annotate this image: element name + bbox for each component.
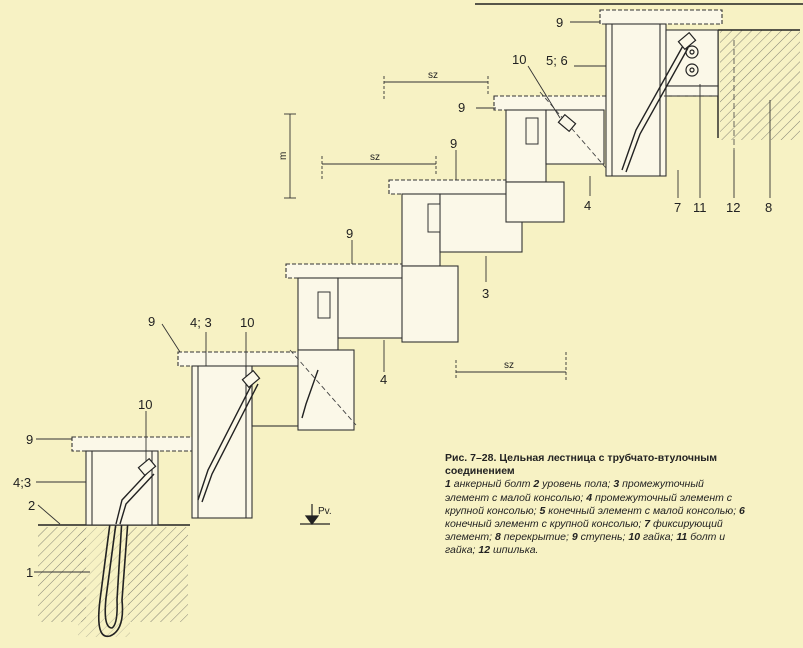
tension-rods: [115, 43, 689, 525]
label-12: 12: [726, 200, 740, 215]
dimension-labels: sz sz sz m Pv.: [278, 70, 514, 517]
floor-ground: [38, 524, 190, 637]
legend-text: перекрытие;: [503, 531, 572, 544]
dashed-guides: [289, 91, 718, 426]
dim-sz-top: sz: [428, 70, 438, 81]
legend-num: 5: [539, 504, 549, 517]
dim-sz-lower: sz: [504, 360, 514, 371]
legend-num: 9: [571, 531, 581, 544]
tread-inserts: [317, 117, 539, 319]
label-9-second: 9: [148, 314, 155, 329]
legend-text: конечный элемент с крупной консолью;: [445, 518, 645, 531]
label-10-first: 10: [138, 397, 152, 412]
legend-text: анкерный болт: [453, 478, 534, 491]
legend-num: 10: [628, 531, 643, 544]
callout-labels: 1 2 4;3 9 10 9 4; 3 10 9 4 3 9 9 10 4 9 …: [13, 15, 772, 580]
label-9-top: 9: [556, 15, 563, 30]
label-9-third: 9: [346, 226, 353, 241]
label-10-third: 10: [512, 52, 526, 67]
leader-lines: [34, 21, 771, 573]
legend-num: 11: [676, 531, 691, 544]
legend-num: 3: [613, 478, 623, 491]
dimension-lines: [284, 76, 567, 380]
label-9-fifth: 9: [458, 100, 465, 115]
legend-num: 6: [739, 504, 745, 517]
label-11: 11: [693, 200, 707, 215]
legend-text: гайка;: [643, 531, 677, 544]
legend-num: 8: [494, 531, 504, 544]
label-9-first: 9: [26, 432, 33, 447]
dim-pv: Pv.: [318, 506, 332, 517]
caption-legend: 1 анкерный болт 2 уровень пола; 3 промеж…: [445, 478, 745, 557]
legend-num: 12: [478, 544, 493, 557]
label-4-upper: 4: [584, 198, 591, 213]
label-5-6: 5; 6: [546, 53, 568, 68]
treads: [71, 9, 723, 452]
label-4-3-lower: 4;3: [13, 475, 31, 490]
label-2: 2: [28, 498, 35, 513]
legend-text: шпилька.: [492, 544, 539, 557]
legend-text: уровень пола;: [542, 478, 614, 491]
legend-num: 2: [533, 478, 543, 491]
nut-icon: [137, 31, 697, 477]
legend-text: промежуточный элемент с крупной консолью…: [445, 491, 733, 517]
legend-num: 4: [586, 491, 596, 504]
legend-text: болт и гайка;: [445, 531, 726, 557]
label-8: 8: [765, 200, 772, 215]
level-marker-icon: [300, 504, 330, 525]
dim-sz-middle: sz: [370, 152, 380, 163]
label-10-second: 10: [240, 315, 254, 330]
legend-text: конечный элемент с малой консолью;: [548, 504, 740, 517]
legend-num: 7: [644, 518, 653, 531]
label-7: 7: [674, 200, 681, 215]
dim-m: m: [278, 152, 289, 160]
label-1: 1: [26, 565, 33, 580]
label-4-lower: 4: [380, 372, 387, 387]
bolt-circle-icon: [685, 45, 699, 77]
legend-text: ступень;: [580, 531, 629, 544]
label-3: 3: [482, 286, 489, 301]
slab-ceiling: [717, 29, 800, 150]
figure-caption: Рис. 7–28. Цельная лестница с трубчато-в…: [445, 452, 745, 558]
caption-title: Рис. 7–28. Цельная лестница с трубчато-в…: [445, 452, 718, 478]
anchor-bolt: [97, 507, 129, 638]
legend-num: 1: [445, 478, 454, 491]
label-9-fourth: 9: [450, 136, 457, 151]
tube-elements: [85, 23, 719, 526]
legend-text: промежуточный элемент с малой консолью;: [445, 478, 704, 504]
label-4-3-upper: 4; 3: [190, 315, 212, 330]
legend-text: фиксирующий элемент;: [445, 518, 723, 544]
